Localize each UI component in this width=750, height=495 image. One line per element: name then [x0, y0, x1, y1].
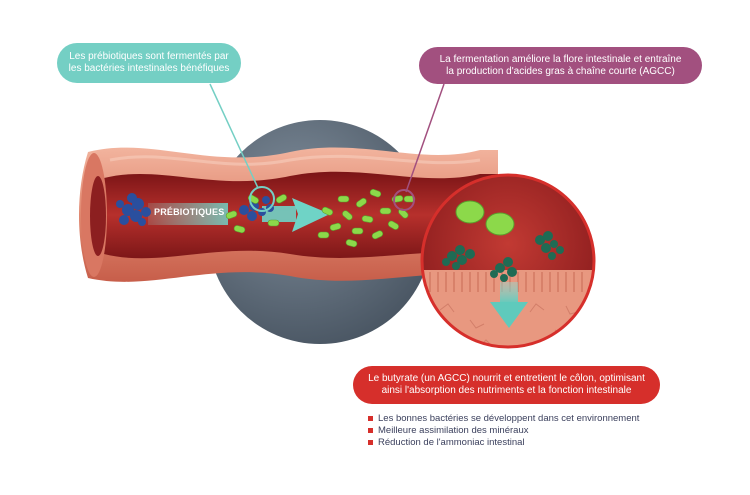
- callout-line: Les prébiotiques sont fermentés par: [69, 51, 229, 62]
- tube-opening-inner: [90, 176, 106, 256]
- downward-arrow: [490, 282, 528, 328]
- list-item-text: Les bonnes bactéries se développent dans…: [378, 413, 640, 424]
- zoom-circle: [420, 173, 596, 349]
- zoom-marker-teal: [249, 186, 275, 212]
- bullet-square-icon: [368, 440, 373, 445]
- callout-fermentation-by-bacteria: Les prébiotiques sont fermentés par les …: [57, 43, 241, 83]
- list-item-text: Meilleure assimilation des minéraux: [378, 425, 529, 436]
- list-item-text: Réduction de l'ammoniac intestinal: [378, 437, 525, 448]
- zoom-marker-purple: [393, 189, 415, 211]
- callout-butyrate-effect: Le butyrate (un AGCC) nourrit et entreti…: [353, 366, 660, 404]
- callout-line: la production d'acides gras à chaîne cou…: [446, 65, 675, 77]
- villi: [429, 272, 583, 292]
- leader-line-teal: [209, 83, 259, 189]
- bacteria-group-tube: [225, 189, 416, 248]
- list-item: Réduction de l'ammoniac intestinal: [368, 437, 639, 449]
- callout-line: ainsi l'absorption des nutriments et la …: [381, 385, 632, 396]
- benefits-list: Les bonnes bactéries se développent dans…: [368, 413, 639, 449]
- callout-line: La fermentation améliore la flore intest…: [439, 53, 682, 65]
- arrow-head: [292, 198, 330, 232]
- list-item: Meilleure assimilation des minéraux: [368, 425, 639, 437]
- callout-line: les bactéries intestinales bénéfiques: [68, 63, 230, 74]
- callout-flora-improvement: La fermentation améliore la flore intest…: [419, 47, 702, 84]
- leader-line-purple: [405, 83, 445, 193]
- prebiotics-label: PRÉBIOTIQUES: [154, 207, 225, 217]
- butyrate-clusters: [442, 231, 564, 282]
- zoom-bacteria: [455, 200, 515, 236]
- list-item: Les bonnes bactéries se développent dans…: [368, 413, 639, 425]
- bullet-square-icon: [368, 428, 373, 433]
- prebiotic-cluster-left: [116, 193, 151, 226]
- bullet-square-icon: [368, 416, 373, 421]
- callout-line: Le butyrate (un AGCC) nourrit et entreti…: [368, 373, 645, 384]
- wall-highlight: [109, 154, 481, 166]
- zoom-circle-border: [420, 173, 596, 349]
